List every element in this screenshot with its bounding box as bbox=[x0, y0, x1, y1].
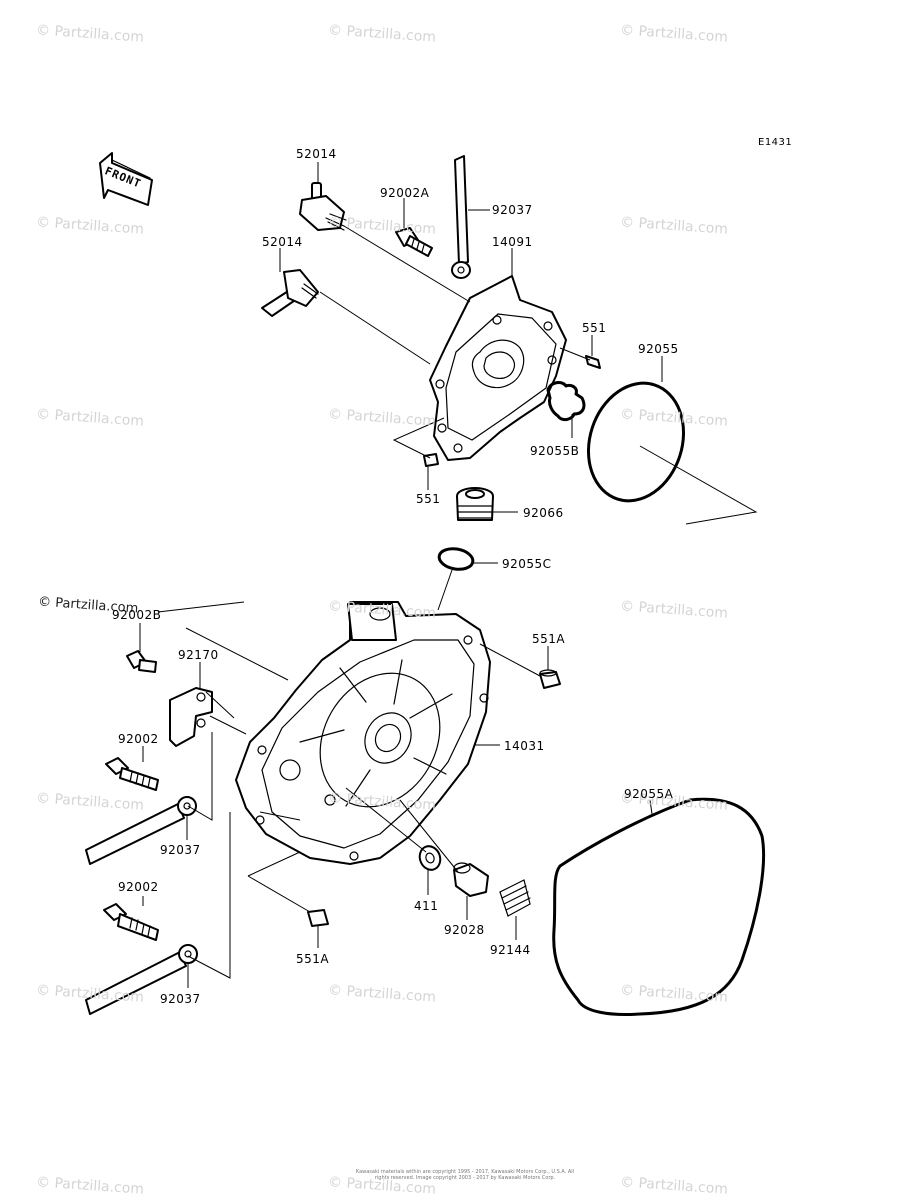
part-label: 551A bbox=[296, 952, 330, 966]
washer-411-icon bbox=[418, 845, 442, 871]
part-label: 92002 bbox=[118, 880, 159, 894]
bolt-92002B-icon bbox=[126, 650, 157, 673]
clamp-92170-icon bbox=[169, 687, 213, 747]
leader-lines bbox=[139, 162, 758, 988]
part-label: 92055A bbox=[624, 787, 674, 801]
part-label: 92055 bbox=[638, 342, 679, 356]
hose-fitting-lower-icon bbox=[261, 269, 319, 317]
part-label: 551 bbox=[582, 321, 607, 335]
diagram-code: E1431 bbox=[758, 137, 793, 148]
part-label: 92002 bbox=[118, 732, 159, 746]
part-label: 52014 bbox=[262, 235, 303, 249]
hose-fitting-upper-icon bbox=[299, 182, 347, 231]
copyright-text: Kawasaki materials within are copyright … bbox=[355, 1169, 575, 1181]
part-label: 92028 bbox=[444, 923, 485, 937]
spring-92144-icon bbox=[499, 879, 531, 917]
part-label: 92037 bbox=[492, 203, 533, 217]
plug-92066-icon bbox=[456, 487, 494, 521]
part-label: 92066 bbox=[523, 506, 564, 520]
part-label: 52014 bbox=[296, 147, 337, 161]
part-label: 92055C bbox=[502, 557, 552, 571]
bolt-92002A-icon bbox=[395, 227, 433, 257]
part-label: 551A bbox=[532, 632, 566, 646]
gasket-92055B-icon bbox=[546, 381, 586, 422]
bolt-92002-mid-icon bbox=[105, 757, 159, 791]
bushing-92028-icon bbox=[453, 862, 489, 897]
part-label: 411 bbox=[414, 899, 439, 913]
part-label: 551 bbox=[416, 492, 441, 506]
bolt-92002-lower-icon bbox=[103, 903, 159, 941]
part-label: 92037 bbox=[160, 843, 201, 857]
part-label: 92037 bbox=[160, 992, 201, 1006]
part-label: 92055B bbox=[530, 444, 580, 458]
part-label: 92002A bbox=[380, 186, 430, 200]
dowel-551-upper-icon bbox=[585, 355, 601, 369]
o-ring-92055C-icon bbox=[437, 547, 475, 571]
strap-92037-mid-icon bbox=[85, 796, 197, 865]
part-label: 92170 bbox=[178, 648, 219, 662]
part-label: 14031 bbox=[504, 739, 545, 753]
strap-92037-lower-icon bbox=[85, 944, 198, 1015]
gasket-92055A-icon bbox=[552, 797, 766, 1016]
part-label: 92002B bbox=[112, 608, 162, 622]
part-label: 92144 bbox=[490, 943, 531, 957]
o-ring-92055-icon bbox=[586, 381, 686, 503]
front-arrow-icon bbox=[99, 152, 153, 206]
dowel-551A-right-icon bbox=[539, 669, 561, 689]
pump-cover-14091-icon bbox=[429, 275, 567, 461]
main-cover-14031-icon bbox=[235, 601, 491, 865]
dowel-551A-lower-icon bbox=[307, 909, 329, 927]
strap-92037-upper-icon bbox=[451, 155, 471, 279]
part-label: 14091 bbox=[492, 235, 533, 249]
